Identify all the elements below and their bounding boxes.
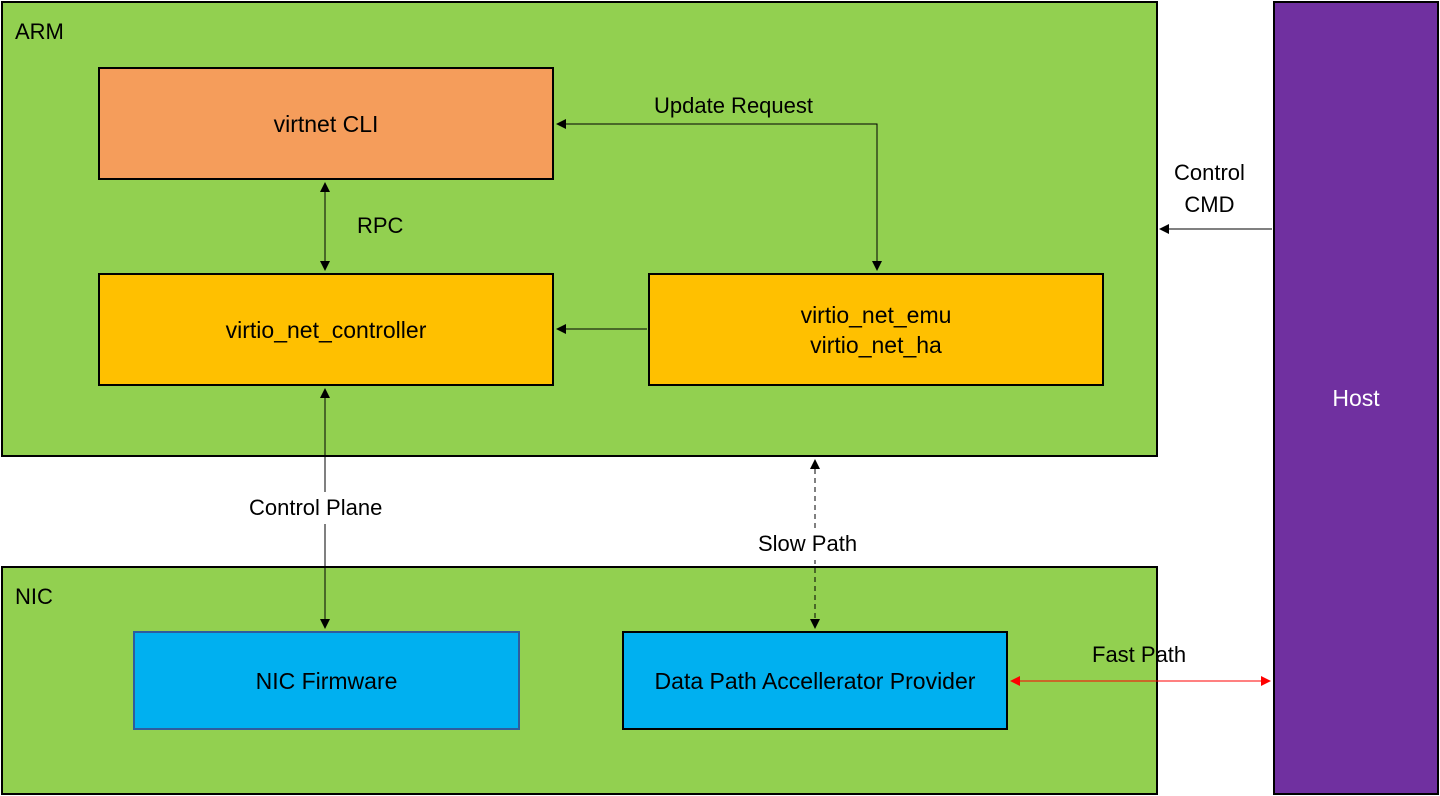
control-cmd-label: Control CMD (1170, 157, 1249, 221)
virtnet-cli-label: virtnet CLI (273, 110, 379, 137)
nic-firmware-box: NIC Firmware (133, 631, 520, 730)
update-request-connector (556, 119, 882, 271)
control-plane-label: Control Plane (245, 492, 387, 524)
update-request-label: Update Request (654, 93, 813, 118)
host-box: Host (1273, 1, 1439, 795)
virtio-net-emu-box: virtio_net_emu virtio_net_ha (648, 273, 1104, 386)
nic-region-label: NIC (15, 584, 53, 609)
virtio-net-controller-box: virtio_net_controller (98, 273, 554, 386)
fast-path-label: Fast Path (1092, 642, 1187, 667)
rpc-label: RPC (357, 213, 404, 238)
nic-firmware-label: NIC Firmware (255, 667, 398, 694)
host-label: Host (1332, 384, 1380, 411)
slow-path-label: Slow Path (754, 528, 862, 560)
virtnet-cli-box: virtnet CLI (98, 67, 554, 180)
data-path-provider-box: Data Path Accellerator Provider (622, 631, 1008, 730)
arm-region-label: ARM (15, 19, 64, 44)
virtio-net-controller-label: virtio_net_controller (225, 316, 427, 343)
data-path-provider-label: Data Path Accellerator Provider (654, 667, 976, 694)
virtio-net-emu-label: virtio_net_emu virtio_net_ha (800, 301, 952, 358)
